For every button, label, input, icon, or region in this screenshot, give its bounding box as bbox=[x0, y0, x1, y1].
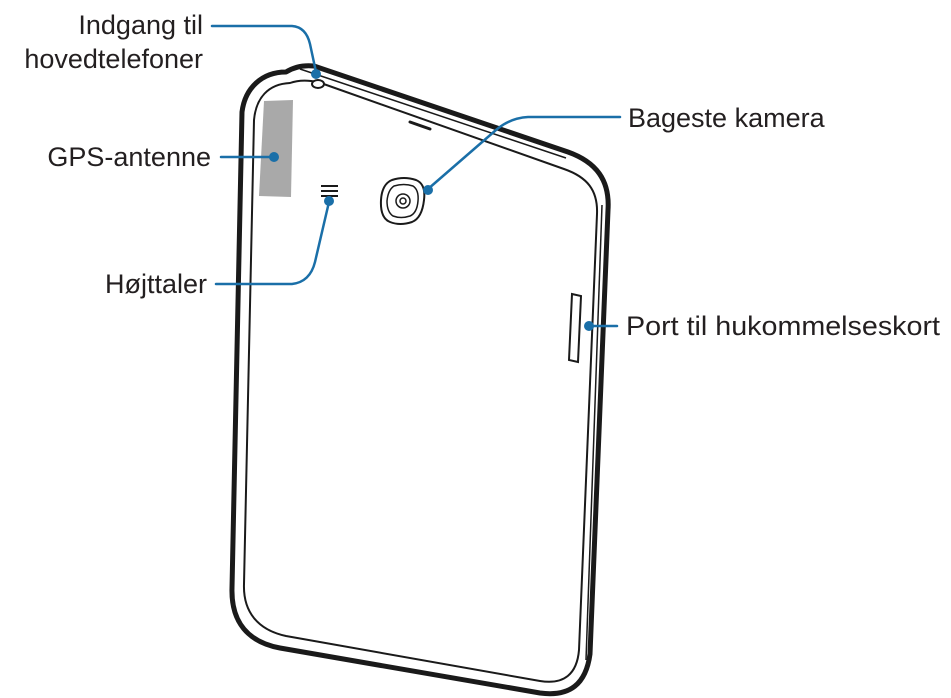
leader-speaker bbox=[214, 200, 331, 286]
callout-leaders bbox=[210, 24, 622, 331]
rear-camera bbox=[379, 177, 426, 225]
camera-lens bbox=[399, 197, 407, 205]
leader-headphone-jack bbox=[210, 24, 318, 74]
label-headphone-jack-line2: hovedtelefoner bbox=[24, 44, 203, 74]
gps-antenna-area bbox=[259, 100, 293, 197]
leader-dot-rear-camera bbox=[423, 185, 433, 195]
label-rear-camera: Bageste kamera bbox=[628, 103, 826, 133]
label-memory-card-slot: Port til hukommelseskort bbox=[626, 311, 941, 341]
memory-card-slot bbox=[567, 292, 583, 364]
device-top-edge bbox=[299, 68, 567, 159]
top-slot bbox=[408, 120, 432, 131]
speaker-grille bbox=[321, 185, 338, 197]
gps-antenna bbox=[259, 100, 293, 197]
label-speaker: Højttaler bbox=[105, 269, 207, 299]
label-headphone-jack-line1: Indgang til bbox=[78, 10, 203, 40]
leader-dot-memory-card-slot bbox=[584, 321, 594, 331]
leader-dot-gps-antenna bbox=[269, 152, 279, 162]
leader-dot-speaker bbox=[324, 196, 334, 206]
leader-dot-headphone-jack bbox=[311, 69, 321, 79]
memory-card-slot-cover bbox=[567, 292, 583, 364]
device-right-edge bbox=[585, 204, 603, 661]
headphone-jack-hole bbox=[311, 79, 325, 89]
callout-labels: Indgang til hovedtelefoner GPS-antenne H… bbox=[24, 10, 940, 341]
headphone-jack bbox=[311, 79, 325, 89]
leader-rear-camera bbox=[426, 115, 622, 191]
label-gps-antenna: GPS-antenne bbox=[47, 142, 211, 172]
device-back-panel bbox=[242, 79, 599, 683]
